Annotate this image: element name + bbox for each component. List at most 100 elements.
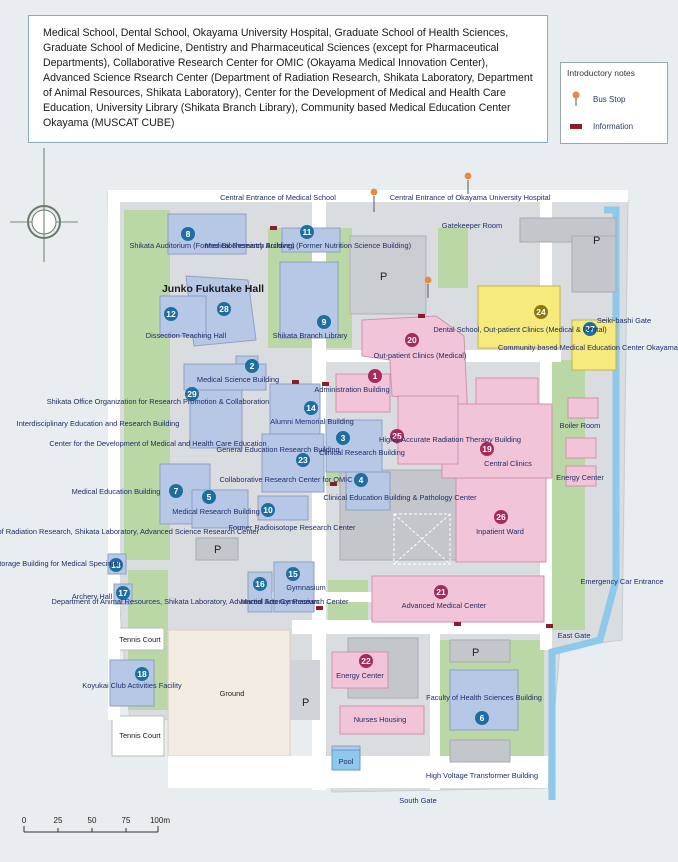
bus-stop-icon — [370, 172, 472, 298]
building-label: Central Clinics — [484, 459, 532, 468]
gate-label: Gatekeeper Room — [442, 221, 502, 230]
building-badges: 1 2 3 4 5 6 7 8 9 10 11 12 13 14 15 16 1… — [109, 225, 597, 725]
building-label: Clinical Research Building — [319, 448, 405, 457]
svg-text:28: 28 — [219, 304, 229, 314]
svg-text:13: 13 — [111, 560, 121, 570]
gate-label: Central Entrance of Medical School — [220, 193, 336, 202]
svg-text:23: 23 — [298, 455, 308, 465]
building-badge-5: 5 — [202, 490, 216, 504]
svg-text:1: 1 — [373, 371, 378, 381]
parking-label: P — [593, 235, 600, 247]
building-badge-25: 25 — [390, 429, 404, 443]
scale-tick: 100m — [150, 816, 170, 825]
building-label: Shikata Branch Library — [273, 331, 348, 340]
svg-text:12: 12 — [166, 309, 176, 319]
legend-title: Introductory notes — [567, 68, 636, 78]
tennis-court-2 — [111, 715, 165, 757]
building-label: Gymnasium — [286, 583, 325, 592]
building-badge-1: 1 — [368, 369, 382, 383]
legend-bus-label: Bus Stop — [593, 94, 626, 104]
building-badge-27: 27 — [583, 322, 597, 336]
building-label: Medical Science Building — [197, 375, 279, 384]
parking-p-lot — [290, 660, 320, 720]
building-badge-26: 26 — [494, 510, 508, 524]
building-badge-15: 15 — [286, 567, 300, 581]
label: Energy Center — [556, 473, 604, 482]
building-badge-8: 8 — [181, 227, 195, 241]
scale-tick: 50 — [88, 816, 97, 825]
building-badge-18: 18 — [135, 667, 149, 681]
bus-stop-icon — [572, 91, 580, 106]
building-label: Former Radioisotope Research Center — [229, 523, 356, 532]
building-label: Junko Fukutake Hall — [162, 283, 264, 295]
svg-text:25: 25 — [392, 431, 402, 441]
building-badge-2: 2 — [245, 359, 259, 373]
building-badge-23: 23 — [296, 453, 310, 467]
building-badge-6: 6 — [475, 711, 489, 725]
scale-tick: 75 — [122, 816, 131, 825]
svg-text:21: 21 — [436, 587, 446, 597]
building-badge-29: 29 — [185, 387, 199, 401]
label: Department of Radiation Research, Shikat… — [0, 527, 260, 536]
label: Pool — [339, 757, 354, 766]
building-badge-14: 14 — [304, 401, 318, 415]
building-label: Dental School, Out-patient Clinics (Medi… — [433, 325, 606, 334]
compass-icon — [10, 148, 78, 262]
blue-buildings — [107, 213, 519, 767]
building-badge-3: 3 — [336, 431, 350, 445]
svg-text:15: 15 — [288, 569, 298, 579]
building-label: Shikata Auditorium (Former Biochemistry … — [129, 241, 294, 250]
building-label: General Education Research Building — [216, 445, 339, 454]
svg-text:4: 4 — [359, 475, 364, 485]
parking-label: P — [380, 271, 387, 283]
building-badge-16: 16 — [253, 577, 267, 591]
gate-label: East Gate — [558, 631, 591, 640]
gate-label: Seiki-bashi Gate — [597, 316, 651, 325]
scale-bar: 0 25 50 75 100m — [22, 816, 170, 833]
svg-text:26: 26 — [496, 512, 506, 522]
parking-label: P — [302, 697, 309, 709]
svg-text:8: 8 — [186, 229, 191, 239]
building-label: Advanced Medical Center — [402, 601, 487, 610]
building-label: Martial Arts Gymnasium — [241, 597, 319, 606]
label: Tennis Court — [119, 731, 161, 740]
building-label: Medical Research Archives (Former Nutrit… — [205, 241, 411, 250]
building-badge-22: 22 — [359, 654, 373, 668]
svg-text:27: 27 — [585, 324, 595, 334]
building-label: Alumni Memorial Building — [270, 417, 353, 426]
building-badge-12: 12 — [164, 307, 178, 321]
svg-text:22: 22 — [361, 656, 371, 666]
svg-text:29: 29 — [187, 389, 197, 399]
svg-text:24: 24 — [536, 307, 546, 317]
label: High Voltage Transformer Building — [426, 771, 538, 780]
information-icon — [570, 124, 582, 129]
pool — [331, 749, 361, 771]
information-markers — [270, 226, 553, 628]
building-label: Energy Center — [336, 671, 384, 680]
scale-tick: 0 — [22, 816, 27, 825]
svg-text:9: 9 — [322, 317, 327, 327]
parking-north — [349, 235, 427, 315]
gate-label: South Gate — [399, 796, 436, 805]
map-labels: Central Entrance of Medical School Centr… — [0, 193, 678, 805]
svg-text:2: 2 — [250, 361, 255, 371]
parking-label: P — [214, 544, 221, 556]
gate-label: Emergency Car Entrance — [581, 577, 664, 586]
pink-buildings — [331, 315, 599, 735]
svg-text:11: 11 — [303, 227, 312, 237]
building-badge-17: 17 — [116, 586, 130, 600]
scale-tick: 25 — [54, 816, 63, 825]
building-badge-19: 19 — [480, 442, 494, 456]
label: Center for the Development of Medical an… — [49, 439, 266, 448]
svg-text:17: 17 — [118, 588, 128, 598]
building-badge-21: 21 — [434, 585, 448, 599]
legend-row-info: Information — [569, 121, 633, 131]
label: Collaborative Research Center for OMIC — [219, 475, 353, 484]
building-label: Storage Building for Medical Specimen — [0, 559, 122, 568]
building-label: Out-patient Clinics (Medical) — [374, 351, 467, 360]
building-badge-24: 24 — [534, 305, 548, 319]
building-badge-10: 10 — [261, 503, 275, 517]
label: Nurses Housing — [354, 715, 407, 724]
svg-text:16: 16 — [255, 579, 265, 589]
